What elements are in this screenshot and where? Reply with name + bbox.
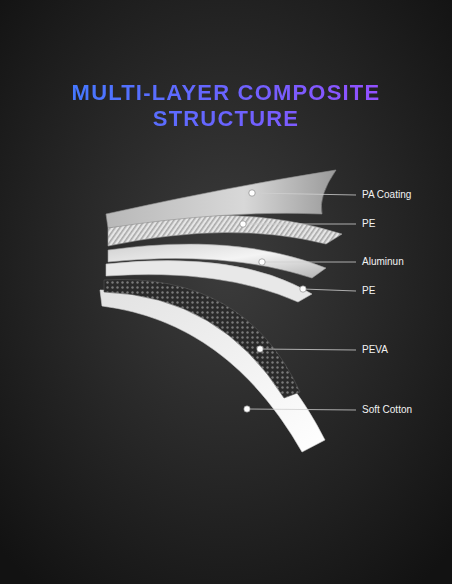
- leader-lines: [243, 193, 356, 410]
- leader-dot: [244, 406, 250, 412]
- leader-line: [247, 409, 356, 410]
- peva-layer: [104, 280, 300, 399]
- pa-coating-layer: [106, 170, 336, 228]
- leader-dot: [249, 190, 255, 196]
- leader-dot: [259, 259, 265, 265]
- layer-label: Aluminun: [362, 256, 404, 268]
- leader-dots: [240, 190, 306, 412]
- leader-line: [252, 193, 356, 195]
- leader-line: [243, 224, 356, 225]
- layer-label: PE: [362, 285, 375, 297]
- layer-label: PEVA: [362, 344, 388, 356]
- leader-line: [262, 262, 356, 263]
- diagram-title: MULTI-LAYER COMPOSITE STRUCTURE: [46, 80, 406, 132]
- layer-label: PE: [362, 218, 375, 230]
- leader-dot: [300, 286, 306, 292]
- leader-line: [303, 289, 356, 291]
- aluminum-layer: [108, 244, 326, 278]
- leader-dot: [257, 346, 263, 352]
- layer-label: PA Coating: [362, 189, 411, 201]
- leader-dot: [240, 221, 246, 227]
- leader-line: [260, 349, 356, 350]
- layer-label: Soft Cotton: [362, 404, 412, 416]
